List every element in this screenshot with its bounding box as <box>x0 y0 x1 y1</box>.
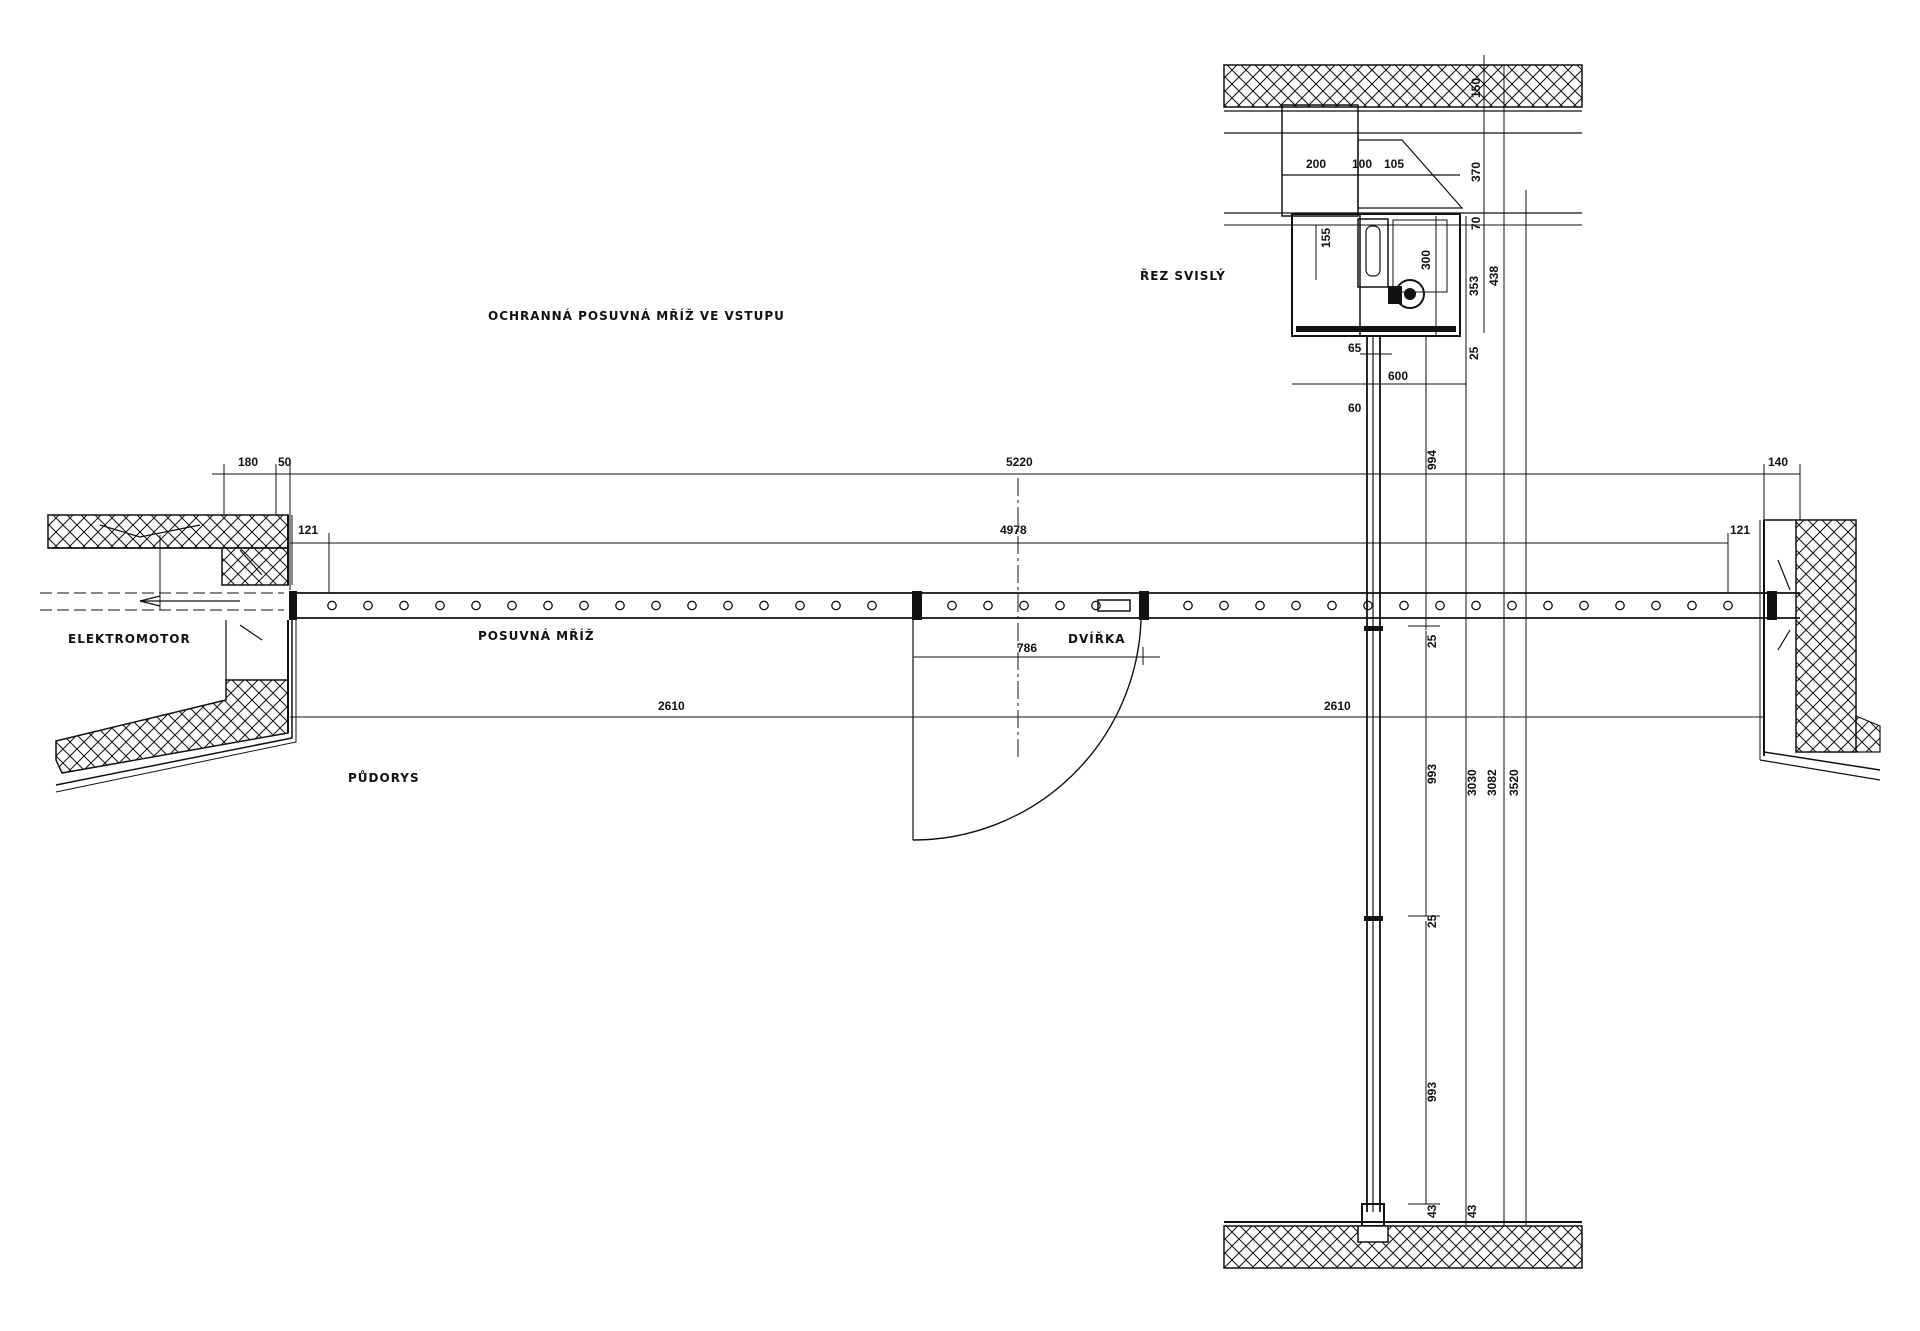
grille-hole <box>1327 600 1337 611</box>
left-wall-bottom <box>55 620 297 793</box>
grille-hole <box>723 600 733 611</box>
grille-hole <box>1291 600 1301 611</box>
dim-3520: 3520 <box>1507 769 1521 796</box>
grille-hole <box>867 600 877 611</box>
dim-25-top: 25 <box>1467 346 1481 360</box>
door-swing <box>912 478 1142 841</box>
plan-view: 180 50 5220 140 121 4978 121 786 2610 26… <box>40 455 1881 841</box>
plan-dimension-lines <box>212 464 1801 718</box>
grille-holes <box>327 600 1733 611</box>
right-wall <box>1759 519 1881 781</box>
dim-353: 353 <box>1467 276 1481 296</box>
grille-hole <box>471 600 481 611</box>
main-title: OCHRANNÁ POSUVNÁ MŘÍŽ VE VSTUPU <box>488 308 785 323</box>
grille-hole <box>435 600 445 611</box>
dim-993-a: 993 <box>1425 764 1439 784</box>
vertical-section: 150 200 100 105 370 70 155 300 353 438 6… <box>1223 55 1583 1269</box>
section-dimension-lines <box>1292 55 1527 1226</box>
grille-hole <box>983 600 993 611</box>
door-label: DVÍŘKA <box>1068 631 1126 646</box>
grille-hole <box>1435 600 1445 611</box>
dim-70: 70 <box>1469 216 1483 230</box>
dim-994: 994 <box>1425 450 1439 470</box>
grille-hole <box>1363 600 1373 611</box>
dim-25-b: 25 <box>1425 914 1439 928</box>
grille-hole <box>1615 600 1625 611</box>
dim-3030: 3030 <box>1465 769 1479 796</box>
dim-105: 105 <box>1384 157 1404 171</box>
dim-2610-right: 2610 <box>1324 699 1351 713</box>
grille-hole <box>1255 600 1265 611</box>
dim-155: 155 <box>1319 228 1333 248</box>
grille-hole <box>1651 600 1661 611</box>
grille-hole <box>327 600 337 611</box>
grille-hole <box>1687 600 1697 611</box>
grille-hole <box>1543 600 1553 611</box>
grille-hole <box>1183 600 1193 611</box>
grille-hole <box>579 600 589 611</box>
grille-hole <box>1091 600 1101 611</box>
dim-786: 786 <box>1017 641 1037 655</box>
dim-121-left: 121 <box>298 523 318 537</box>
grille-hole <box>399 600 409 611</box>
plan-label: PŮDORYS <box>348 770 420 785</box>
dim-25-a: 25 <box>1425 634 1439 648</box>
dim-100: 100 <box>1352 157 1372 171</box>
grille-hole <box>1723 600 1733 611</box>
motor-guide <box>40 535 284 611</box>
grille-hole <box>651 600 661 611</box>
dim-370: 370 <box>1469 162 1483 182</box>
grille-hole <box>687 600 697 611</box>
dim-180: 180 <box>238 455 258 469</box>
grille-hole <box>759 600 769 611</box>
dim-50: 50 <box>278 455 292 469</box>
grille-hole <box>615 600 625 611</box>
grille-hole <box>1471 600 1481 611</box>
section-title: ŘEZ SVISLÝ <box>1140 268 1226 283</box>
dim-2610-left: 2610 <box>658 699 685 713</box>
dim-3082: 3082 <box>1485 769 1499 796</box>
dim-150: 150 <box>1469 78 1483 98</box>
grille-hole <box>795 600 805 611</box>
grille-rail <box>1361 336 1385 1227</box>
dim-4978: 4978 <box>1000 523 1027 537</box>
motor-label: ELEKTROMOTOR <box>68 632 191 646</box>
dim-140: 140 <box>1768 455 1788 469</box>
motor-housing <box>1281 104 1464 337</box>
dim-43-b: 43 <box>1465 1204 1479 1218</box>
grille-hole <box>507 600 517 611</box>
dim-600: 600 <box>1388 369 1408 383</box>
dim-438: 438 <box>1487 266 1501 286</box>
grille-hole <box>1399 600 1409 611</box>
grille-hole <box>1507 600 1517 611</box>
grille-hole <box>831 600 841 611</box>
dim-121-right: 121 <box>1730 523 1750 537</box>
dim-993-b: 993 <box>1425 1082 1439 1102</box>
dim-5220: 5220 <box>1006 455 1033 469</box>
grille-hole <box>947 600 957 611</box>
dim-65: 65 <box>1348 341 1362 355</box>
floor-slab <box>1223 1221 1583 1269</box>
grille-hole <box>543 600 553 611</box>
grille-hole <box>1219 600 1229 611</box>
grille-hole <box>363 600 373 611</box>
dim-300: 300 <box>1419 250 1433 270</box>
grille-hole <box>1055 600 1065 611</box>
sliding-grille <box>289 591 1800 620</box>
left-wall-top <box>47 514 293 586</box>
grille-hole <box>1579 600 1589 611</box>
grille-label: POSUVNÁ MŘÍŽ <box>478 628 595 643</box>
dim-60: 60 <box>1348 401 1362 415</box>
dim-43-a: 43 <box>1425 1204 1439 1218</box>
dim-200: 200 <box>1306 157 1326 171</box>
ceiling-slab <box>1223 64 1583 226</box>
grille-hole <box>1019 600 1029 611</box>
